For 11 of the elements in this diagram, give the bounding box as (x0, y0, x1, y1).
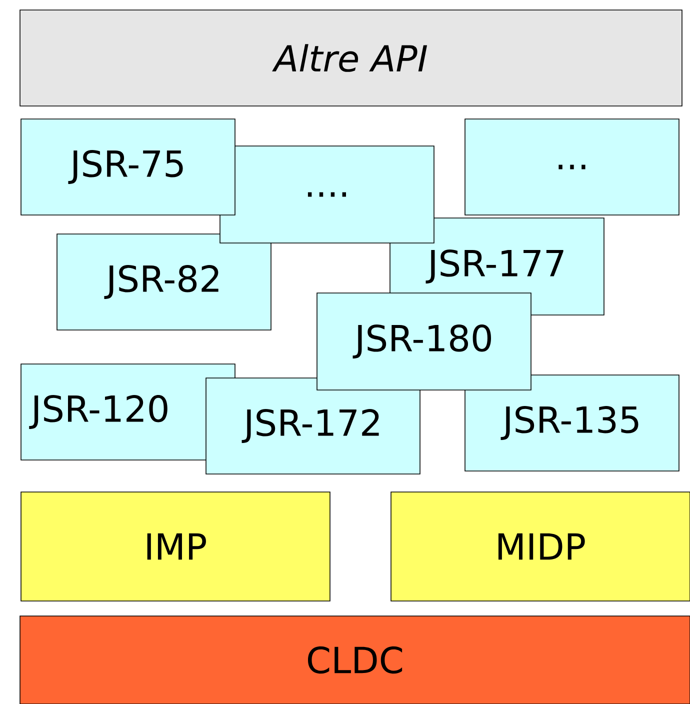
api-box: JSR-172 (206, 378, 420, 474)
api-box: JSR-75 (20, 118, 236, 216)
api-box: JSR-180 (316, 292, 532, 390)
api-layer-band: Altre API (20, 10, 682, 106)
profile-box: MIDP (390, 492, 690, 602)
api-box: JSR-82 (56, 234, 272, 330)
api-box: .... (220, 146, 434, 244)
profile-box: IMP (20, 492, 330, 602)
api-box: ... (464, 118, 680, 216)
api-box: JSR-135 (464, 374, 680, 472)
configuration-band: CLDC (20, 616, 690, 704)
